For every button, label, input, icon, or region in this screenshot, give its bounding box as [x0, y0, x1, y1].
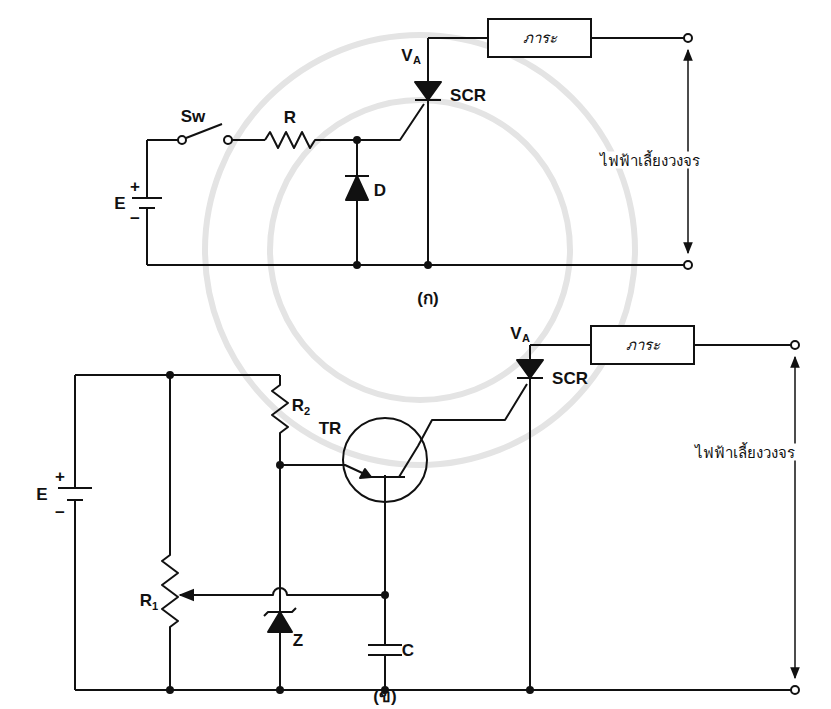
resistor-name: R: [284, 109, 296, 126]
battery-symbol: [58, 375, 92, 690]
resistor-name: R: [140, 592, 152, 609]
switch-symbol: [147, 124, 265, 140]
scr-symbol: [415, 82, 441, 100]
polarity-sign: −: [130, 210, 140, 227]
capacitor-symbol: [368, 475, 402, 690]
circuit-b: [58, 341, 799, 694]
load-text: ภาระ: [626, 333, 660, 357]
subscript: A: [522, 333, 530, 344]
figure-label: (ก): [417, 290, 438, 307]
wire: [75, 375, 795, 690]
polarity-sign: +: [130, 178, 140, 195]
scr-symbol: [517, 360, 543, 378]
transistor-symbol: [343, 418, 427, 502]
diode-symbol: [346, 176, 368, 200]
switch-name: Sw: [181, 108, 206, 125]
potentiometer-symbol: [162, 375, 178, 690]
voltage-name: V: [510, 325, 521, 342]
battery-name: E: [114, 195, 125, 212]
zener-name: Z: [293, 632, 303, 649]
scr-symbol: [517, 345, 543, 690]
supply-label: ไฟฟ้าเลี้ยงวงจร: [598, 152, 702, 169]
load-box: ภาระ: [487, 18, 592, 58]
diode-symbol: [345, 140, 369, 265]
scr-symbol: [415, 38, 441, 265]
transistor-name: TR: [319, 420, 342, 437]
transistor-symbol: [280, 384, 527, 477]
subscript: 2: [304, 406, 310, 417]
supply-label: ไฟฟ้าเลี้ยงวงจร: [693, 444, 797, 461]
voltage-name: V: [401, 47, 412, 64]
polarity-sign: −: [55, 504, 65, 521]
wiper-arrow: [180, 588, 385, 595]
load-text: ภาระ: [523, 26, 557, 50]
load-box: ภาระ: [590, 325, 695, 365]
figure-label: (ข): [373, 688, 396, 705]
scr-name: SCR: [552, 370, 588, 387]
resistor-name: R: [292, 397, 304, 414]
capacitor-name: C: [402, 642, 414, 659]
watermark-seal: [205, 35, 635, 465]
subscript: A: [413, 55, 421, 66]
battery-symbol: [132, 140, 162, 265]
zener-symbol: [268, 612, 292, 632]
battery-name: E: [36, 486, 47, 503]
scr-name: SCR: [450, 87, 486, 104]
resistor-symbol: [265, 104, 424, 148]
resistor-symbol: [272, 375, 288, 690]
polarity-sign: +: [55, 468, 65, 485]
diode-name: D: [374, 182, 386, 199]
subscript: 1: [152, 601, 158, 612]
supply-arrow: [794, 357, 796, 678]
